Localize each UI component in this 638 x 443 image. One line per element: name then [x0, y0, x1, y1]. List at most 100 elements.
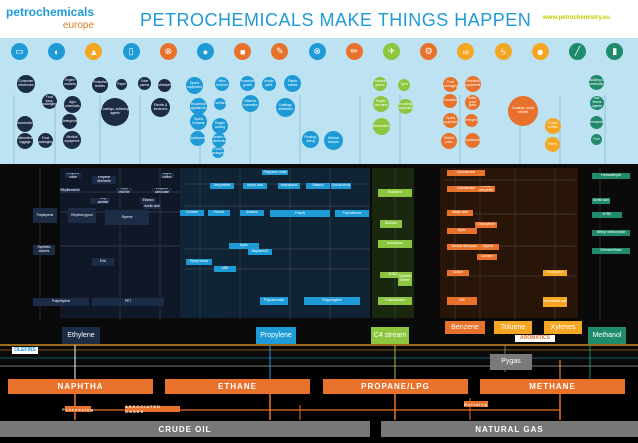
bicycle-icon[interactable]: ⊗: [159, 43, 177, 60]
phone-icon[interactable]: ▯: [122, 43, 140, 60]
product-bubble: Acrylic paint: [262, 77, 276, 91]
process-box: Isobutylene: [378, 240, 412, 248]
process-box: Ethylene oxide: [65, 173, 81, 178]
product-bubble: Engine lubricants: [373, 96, 389, 112]
process-box: Bisphenol A: [248, 249, 272, 255]
process-box: Acrylonitrile: [210, 183, 234, 189]
bottle-icon[interactable]: ▮: [606, 43, 624, 60]
process-box: Polypropylene: [304, 297, 360, 305]
process-box: Adipic acid: [447, 210, 473, 216]
propane-band: PROPANE/LPG: [323, 379, 468, 394]
benzene-block: Benzene: [445, 321, 485, 334]
ethylene-block: Ethylene: [62, 327, 100, 344]
process-box: Oxo alcohols: [331, 183, 351, 189]
process-box: Acetone: [240, 210, 264, 216]
process-box: Polyols: [270, 210, 330, 217]
process-box: Epoxy resins: [186, 259, 212, 265]
ethane-band: ETHANE: [165, 379, 310, 394]
process-box: Butenes: [380, 220, 402, 228]
process-box: Phenol: [208, 210, 230, 216]
process-box: Styrene: [477, 244, 499, 250]
product-bubble: Solar panels: [138, 77, 151, 90]
product-bubble: Paper: [116, 79, 127, 90]
laptop-icon[interactable]: ▭: [11, 43, 28, 60]
naphtha-band: NAPHTHA: [8, 379, 153, 394]
process-box: EVA: [92, 258, 114, 266]
product-bubble: Furniture: [214, 98, 226, 110]
logo-sub: europe: [62, 20, 95, 31]
process-box: MTBE: [380, 272, 406, 278]
process-box: PET: [92, 298, 164, 306]
bus-icon[interactable]: ■: [234, 43, 252, 60]
product-bubble: Agro chemicals: [64, 96, 81, 113]
product-bubble: Electrical equipment: [465, 76, 481, 92]
product-bubble: Sports equipment: [186, 77, 203, 94]
product-bubble: Sports equipment: [443, 113, 458, 128]
user-icon[interactable]: ☻: [531, 43, 549, 60]
process-box: Butanol: [306, 183, 330, 189]
xylenes-block: Xylenes: [544, 321, 582, 334]
pencil-icon[interactable]: ✏: [345, 43, 363, 60]
product-bubble: Automotive: [17, 116, 33, 132]
process-box: Propylene oxide: [262, 170, 288, 175]
website-link[interactable]: www.petrochemistry.eu: [543, 15, 611, 21]
process-box: Alpha olefins: [160, 173, 174, 178]
glasses-icon[interactable]: ∞: [457, 43, 475, 60]
process-box: Formaldehyde: [592, 173, 630, 179]
process-box: Chloromethane: [592, 248, 630, 254]
product-bubble: Sportswear: [190, 131, 205, 146]
scooter-icon[interactable]: ϟ: [494, 43, 512, 60]
natural-gas-band: NATURAL GAS: [381, 421, 638, 437]
product-bubble: Medical equipment: [63, 131, 81, 149]
methane-band: METHANE: [480, 379, 625, 394]
process-box: Ethanol: [140, 198, 156, 204]
c4-block: C4 stream: [371, 327, 409, 344]
product-bubble: Plastic bottles: [284, 75, 301, 92]
shoe-icon[interactable]: ▲: [85, 43, 103, 60]
process-box: ABS: [214, 266, 236, 272]
product-bubble: Vitamins, cosmetics: [242, 95, 259, 112]
product-bubble: Household appliances: [190, 98, 207, 115]
pin-icon[interactable]: ✎: [271, 43, 289, 60]
process-box: Nylon: [447, 228, 477, 234]
header: petrochemicals europe PETROCHEMICALS MAK…: [0, 0, 638, 38]
process-box: Polybutadiene: [378, 297, 412, 305]
product-bubble: Pharmaceuticals: [590, 116, 603, 129]
product-bubble: Sports footwear: [190, 113, 207, 130]
process-box: MDI: [447, 297, 477, 305]
process-box: Acetic acid: [592, 198, 610, 204]
product-bubble: Wind turbines: [215, 77, 229, 91]
brush-icon[interactable]: ╱: [569, 43, 586, 60]
process-box: Styrene: [105, 210, 149, 225]
process-box: Acrylic acid: [243, 183, 267, 189]
process-box: Nylon: [229, 243, 259, 249]
bike-icon[interactable]: ⊗: [308, 43, 326, 60]
product-bubble: Vehicle parts: [441, 133, 457, 149]
product-bubble: Flooring, wiring: [302, 131, 319, 148]
product-bubble: Detergents: [465, 114, 478, 127]
process-box: Cyclohexane: [447, 170, 485, 176]
refining-label: Refining: [464, 401, 488, 407]
product-bubble: Engine coolants: [63, 76, 77, 90]
process-box: Ethylbenzene: [60, 188, 80, 193]
process-box: Vinyl chloride: [116, 188, 132, 193]
product-bubble: Food packaging: [212, 146, 224, 158]
page-title: PETROCHEMICALS MAKE THINGS HAPPEN: [140, 10, 532, 30]
process-box: Orthoxylene: [475, 222, 497, 228]
associated-gases-label: ASSOCIATED GASES: [125, 404, 180, 414]
lamp-icon[interactable]: ◐: [48, 43, 66, 60]
process-box: Terephthalic acid: [543, 297, 567, 307]
process-box: Polyethylene: [33, 298, 89, 306]
product-bubble: Building & construction: [589, 75, 604, 90]
product-bubble: Protective textiles: [92, 77, 108, 93]
region-panel: [180, 168, 370, 318]
process-box: Polyurethane: [335, 210, 369, 217]
product-bubble: Engine cooling: [212, 118, 228, 134]
product-bubble: Fibres: [545, 137, 560, 152]
drop-icon[interactable]: ●: [197, 43, 214, 60]
process-box: Synthetic rubber: [398, 272, 412, 286]
plane-icon[interactable]: ✈: [383, 43, 400, 60]
product-bubble: Consumer electronics: [17, 75, 35, 93]
gear-icon[interactable]: ⚙: [420, 43, 438, 60]
product-bubble: Fuel: [591, 134, 602, 145]
